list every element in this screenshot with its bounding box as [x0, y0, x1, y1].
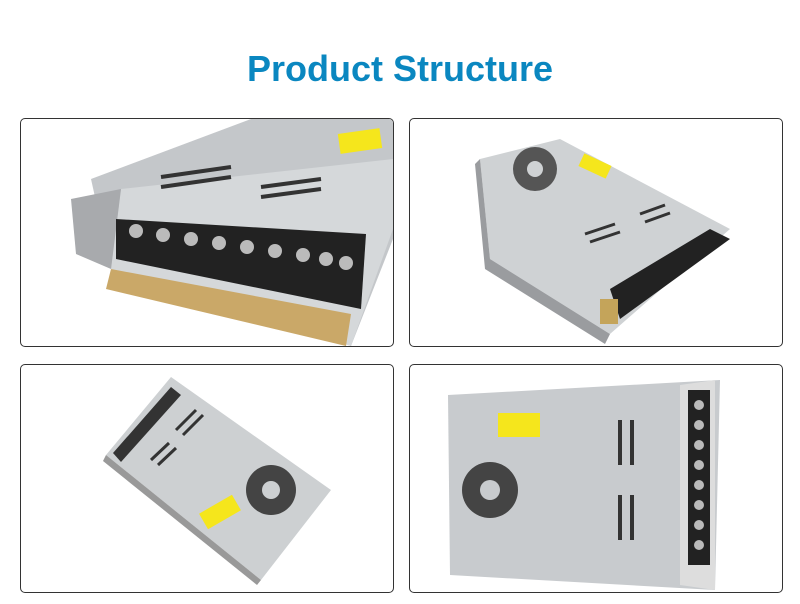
power-supply-image — [475, 139, 730, 344]
terminal-screws — [129, 224, 353, 270]
product-photo-terminal-closeup — [20, 118, 394, 347]
page-title: Product Structure — [246, 48, 554, 89]
product-photo-terminal-right — [409, 364, 783, 593]
power-supply-image — [448, 380, 720, 590]
power-supply-image — [71, 119, 393, 346]
product-photo-angled — [409, 118, 783, 347]
product-photo-flat — [20, 364, 394, 593]
power-supply-image — [103, 377, 331, 585]
